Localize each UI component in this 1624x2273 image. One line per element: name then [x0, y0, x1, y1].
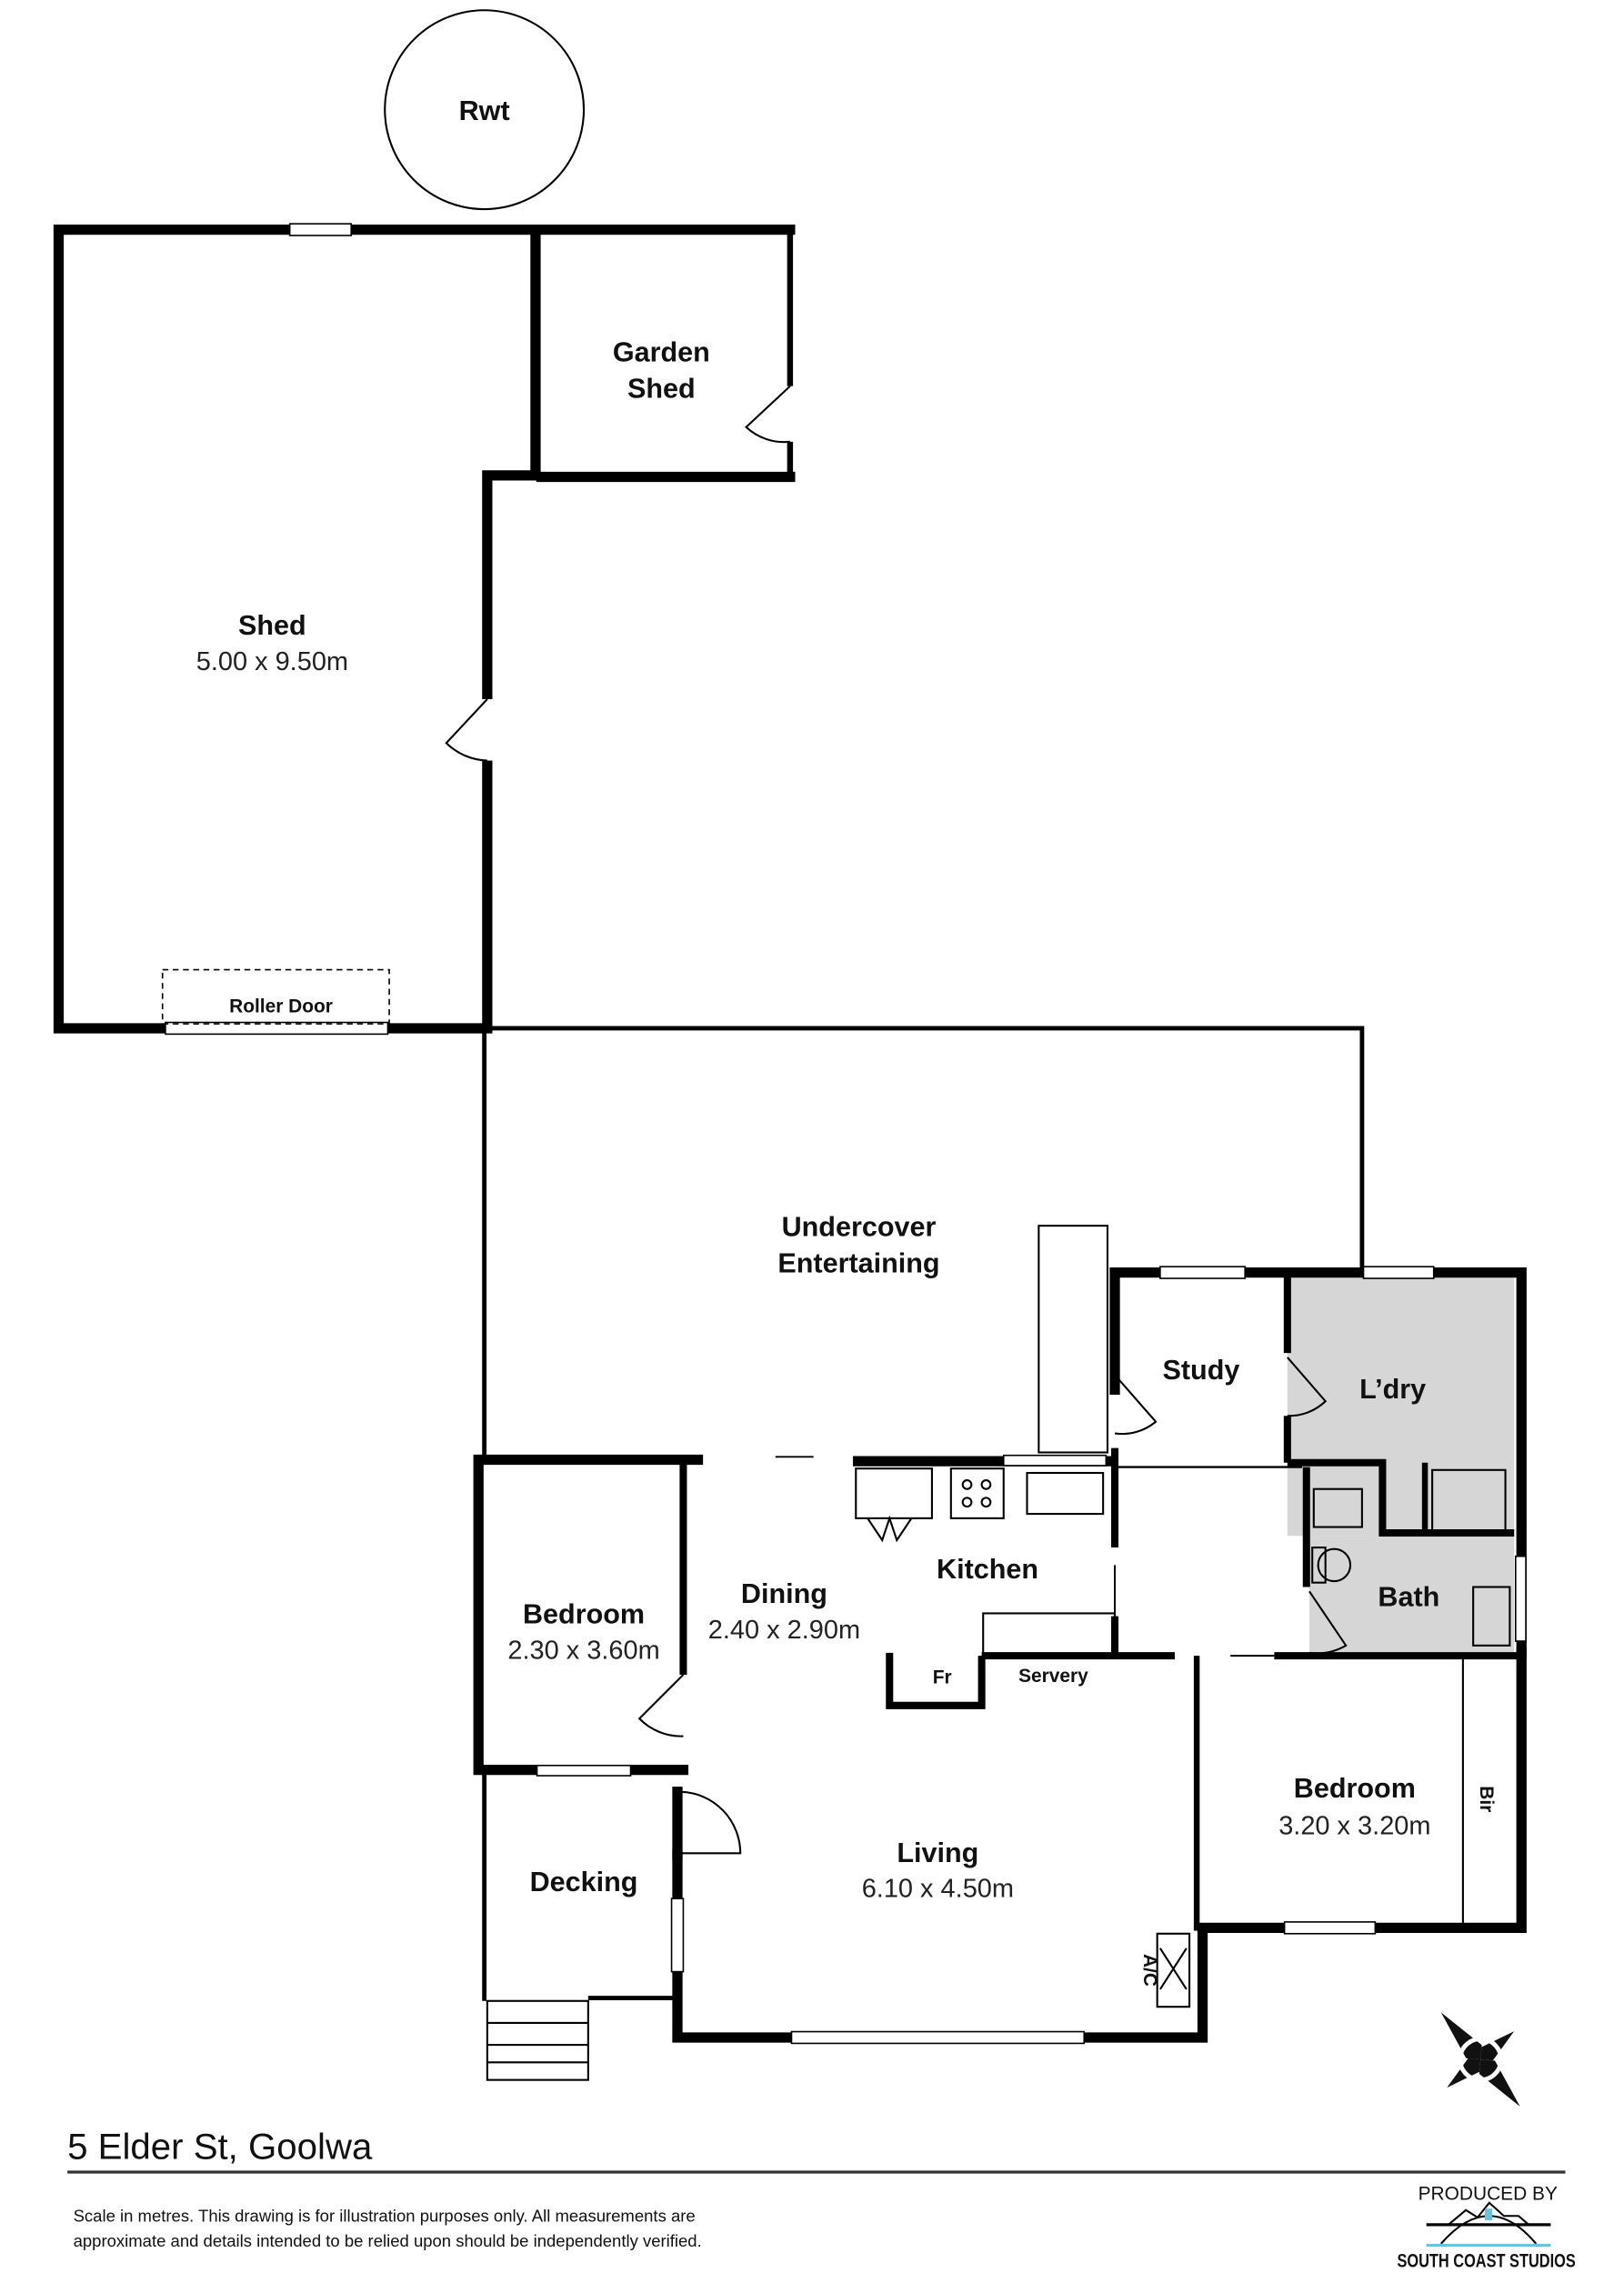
bir-label: Bir	[1476, 1786, 1497, 1812]
laundry-area	[1287, 1277, 1515, 1537]
bedroom1-label: Bedroom	[523, 1599, 645, 1630]
compass-icon	[1440, 2012, 1520, 2107]
bedroom2-label: Bedroom	[1294, 1773, 1416, 1804]
brand-name: SOUTH COAST STUDIOS	[1398, 2251, 1576, 2272]
rwt-label: Rwt	[459, 95, 510, 126]
house-walls	[473, 1266, 1527, 2081]
garden-shed-label-2: Shed	[627, 374, 696, 405]
chimney	[1038, 1225, 1109, 1454]
decking-label: Decking	[530, 1867, 638, 1898]
dining-label: Dining	[741, 1578, 827, 1609]
shed-label: Shed	[238, 610, 306, 641]
produced-by-label: PRODUCED BY	[1418, 2184, 1558, 2205]
bedroom1-dimensions: 2.30 x 3.60m	[507, 1636, 659, 1665]
bath-area	[1308, 1536, 1515, 1653]
fridge-label: Fr	[933, 1667, 952, 1688]
undercover-label-2: Entertaining	[777, 1248, 939, 1279]
kitchen-label: Kitchen	[937, 1554, 1038, 1585]
ac-label: A/C	[1139, 1954, 1160, 1987]
roller-door	[161, 968, 390, 1025]
door-swing	[745, 385, 791, 444]
garden-shed-walls	[536, 224, 797, 483]
living-dimensions: 6.10 x 4.50m	[862, 1875, 1014, 1904]
roller-door-opening	[165, 1021, 389, 1036]
disclaimer-line-2: approximate and details intended to be r…	[74, 2231, 702, 2250]
garden-shed-label: Garden	[613, 336, 710, 367]
dining-dimensions: 2.40 x 2.90m	[708, 1616, 860, 1645]
ac-unit	[1156, 1932, 1191, 2008]
undercover-outline	[482, 1026, 1365, 1463]
bath-label: Bath	[1378, 1581, 1439, 1612]
bedroom2-dimensions: 3.20 x 3.20m	[1278, 1811, 1430, 1840]
servery-label: Servery	[1018, 1666, 1088, 1687]
window	[288, 223, 353, 236]
shed-dimensions: 5.00 x 9.50m	[196, 647, 348, 676]
study-label: Study	[1162, 1355, 1239, 1386]
undercover-label: Undercover	[782, 1211, 937, 1242]
laundry-label: L’dry	[1359, 1374, 1426, 1405]
door-swing	[445, 698, 488, 762]
rainwater-tank	[384, 9, 586, 211]
address-title: 5 Elder St, Goolwa	[67, 2127, 373, 2168]
south-coast-studios-logo	[1426, 2201, 1551, 2248]
living-label: Living	[897, 1837, 978, 1868]
disclaimer-line-1: Scale in metres. This drawing is for ill…	[74, 2207, 696, 2226]
shed-walls	[53, 223, 541, 1036]
roller-door-label: Roller Door	[229, 996, 333, 1016]
